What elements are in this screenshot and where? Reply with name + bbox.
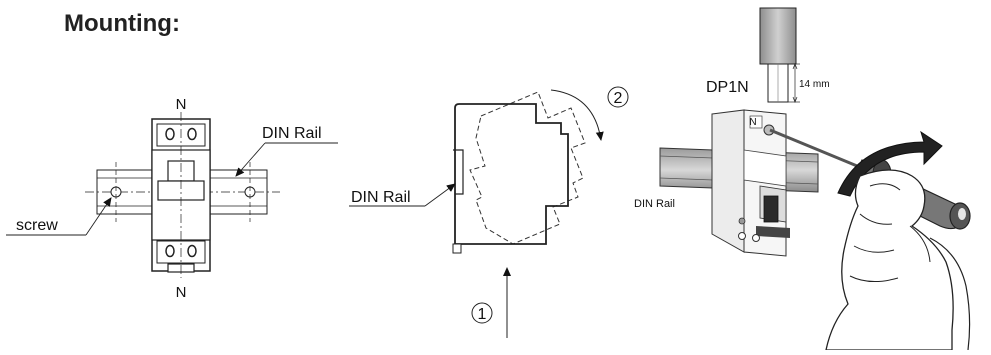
step2-circle [607,86,629,108]
step1-circle [471,302,493,324]
wire [759,7,797,103]
rail-screw [244,162,256,222]
strip-length-label: 14 mm [799,79,830,90]
side-view-figure: DIN Rail 1 2 [349,86,629,338]
screw-arrow [85,197,112,236]
breaker-front [151,112,211,278]
terminal-n-bottom-label: N [176,284,187,301]
hand [825,169,971,351]
rotate-arrow [550,89,604,141]
wiring-figure: 14 mm DP1N N [634,7,971,351]
page-title: Mounting: [64,10,180,37]
front-view-figure: N N DIN Rail screw [6,96,338,301]
din-rail-label-perspective: DIN Rail [634,198,675,210]
release-tab [452,243,462,254]
product-label: DP1N [706,79,749,96]
breaker-outline-rotated [469,91,586,245]
screw-label: screw [16,217,58,234]
strip-length-dimension [787,63,800,103]
device-n-mark: N [749,117,756,128]
rail-screw [110,162,122,222]
din-rail-label-side: DIN Rail [351,189,411,206]
din-rail-arrow-side [424,183,456,207]
din-rail-label-front: DIN Rail [262,125,322,142]
din-rail-arrow [235,142,266,177]
breaker-side-outline [454,103,569,245]
rail-clip [453,149,464,195]
step2-label: 2 [614,90,623,107]
terminal-n-top-label: N [176,96,187,113]
step1-label: 1 [478,306,487,323]
breaker-perspective [711,109,790,257]
